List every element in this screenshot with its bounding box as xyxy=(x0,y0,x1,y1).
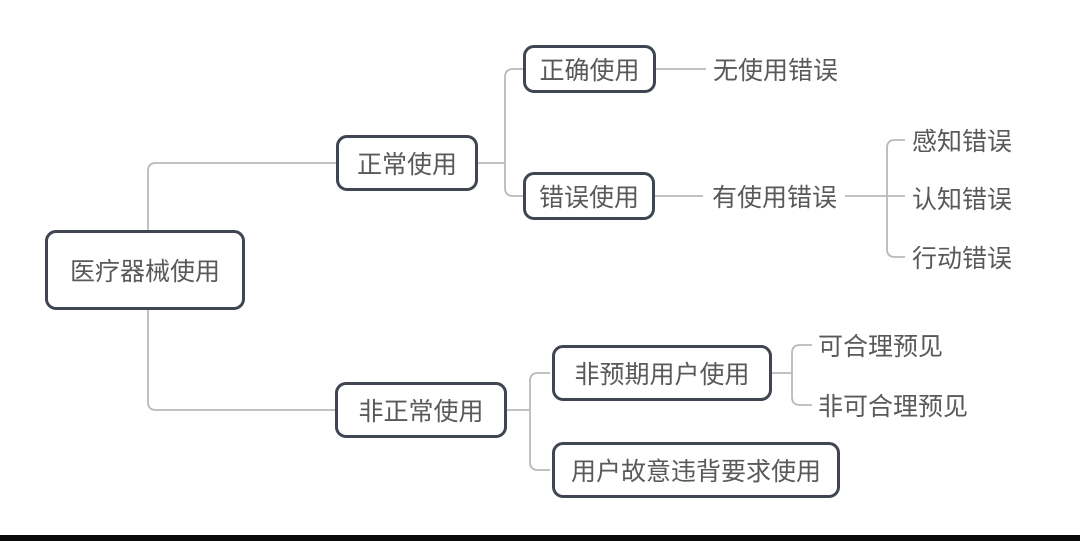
connector-foreseeable-trunk xyxy=(791,344,812,406)
node-intentional-misuse: 用户故意违背要求使用 xyxy=(552,442,840,498)
leaf-perception-error: 感知错误 xyxy=(912,128,1013,156)
node-erroneous-use: 错误使用 xyxy=(523,172,655,220)
node-unintended-user-use: 非预期用户使用 xyxy=(552,345,772,401)
leaf-no-use-error: 无使用错误 xyxy=(713,57,839,85)
leaf-reasonably-foreseeable: 可合理预见 xyxy=(818,333,944,361)
leaf-action-error: 行动错误 xyxy=(912,245,1013,273)
node-abnormal-use: 非正常使用 xyxy=(335,382,507,438)
bottom-border-bar xyxy=(0,535,1080,541)
connector-root-to-normal-use xyxy=(147,162,336,230)
connector-abnormal-use-trunk xyxy=(529,372,550,471)
connector-root-to-abnormal-use xyxy=(147,310,335,411)
node-correct-use: 正确使用 xyxy=(523,45,656,93)
node-normal-use: 正常使用 xyxy=(336,135,478,191)
connector-normal-use-trunk xyxy=(504,68,523,197)
leaf-cognition-error: 认知错误 xyxy=(912,186,1013,214)
connector-error-types-trunk xyxy=(886,139,905,258)
leaf-has-use-error: 有使用错误 xyxy=(712,184,838,212)
leaf-not-reasonably-foreseeable: 非可合理预见 xyxy=(818,393,969,421)
node-medical-device-use: 医疗器械使用 xyxy=(45,230,245,310)
